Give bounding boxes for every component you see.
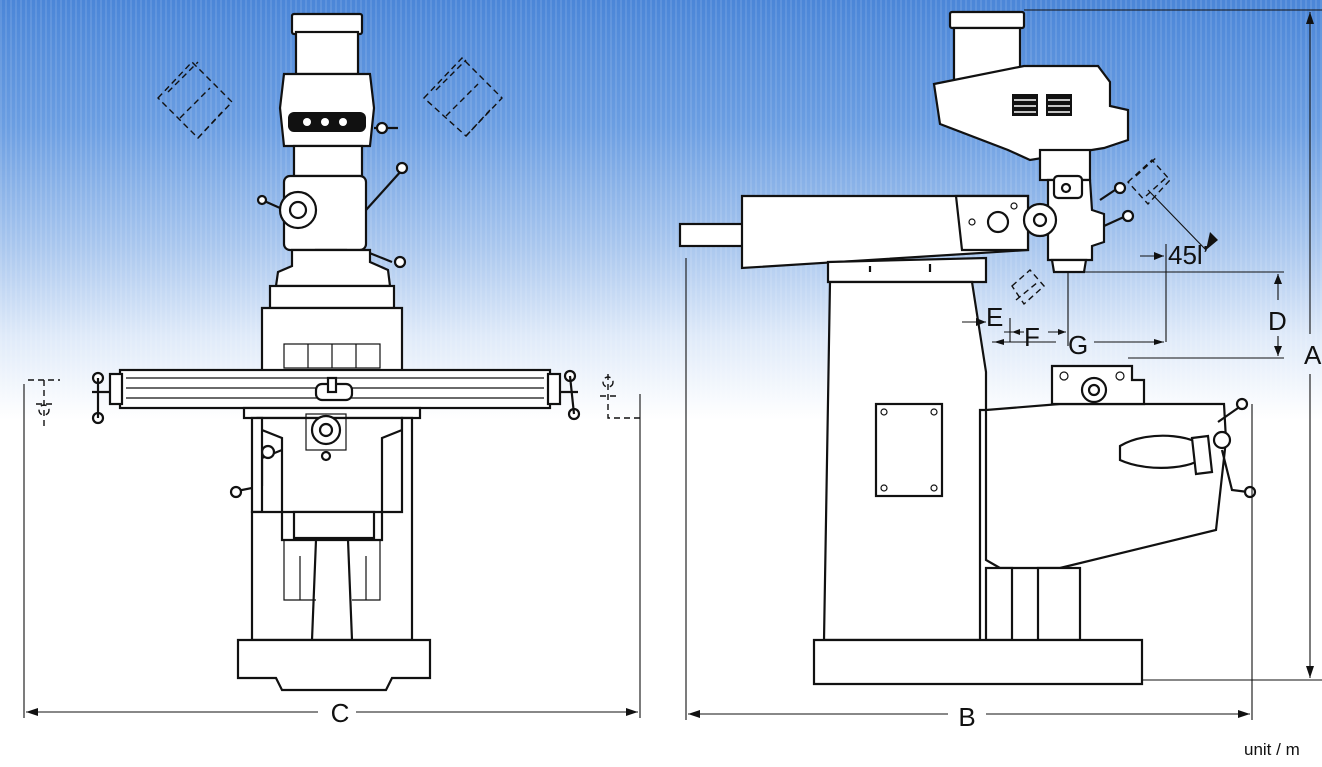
dimension-a — [1024, 9, 1322, 681]
dimension-angle — [1140, 189, 1218, 260]
head-tilt-left-ghost — [157, 60, 233, 140]
label-g: G — [1068, 330, 1088, 360]
unit-note: unit / m — [1244, 740, 1300, 759]
label-f: F — [1024, 322, 1040, 352]
speed-indicator-2 — [321, 118, 329, 126]
side-knee — [984, 402, 1228, 570]
label-b: B — [958, 702, 975, 732]
base — [236, 638, 432, 692]
ram-tail — [678, 222, 746, 248]
quill-lever-knob — [395, 161, 409, 175]
side-elevating-screw — [1036, 566, 1082, 642]
quill-neck — [292, 144, 364, 178]
speed-indicator-3 — [339, 118, 347, 126]
side-motor-cap — [948, 10, 1026, 30]
column-door — [874, 402, 944, 498]
belt-lever-knob — [375, 121, 389, 135]
side-turret — [826, 256, 988, 284]
elevating-screw — [310, 538, 354, 642]
dimension-c — [23, 384, 641, 718]
label-angle: 45l’ — [1168, 240, 1208, 270]
column-lower — [250, 416, 414, 642]
motor-body — [294, 30, 360, 76]
label-c: C — [331, 698, 350, 728]
dimension-b — [685, 258, 1253, 720]
side-view — [678, 10, 1257, 686]
side-spindle — [1050, 258, 1088, 274]
belt-housing — [278, 72, 376, 148]
label-d: D — [1268, 306, 1287, 336]
head-tilt-right-ghost — [422, 56, 503, 137]
dimension-d — [1068, 271, 1284, 359]
side-base — [812, 638, 1144, 686]
label-e: E — [986, 302, 1003, 332]
front-view — [28, 12, 640, 692]
speed-indicator-1 — [303, 118, 311, 126]
label-a: A — [1304, 340, 1322, 370]
turret-base — [268, 284, 396, 310]
dimension-efg — [962, 244, 1167, 346]
